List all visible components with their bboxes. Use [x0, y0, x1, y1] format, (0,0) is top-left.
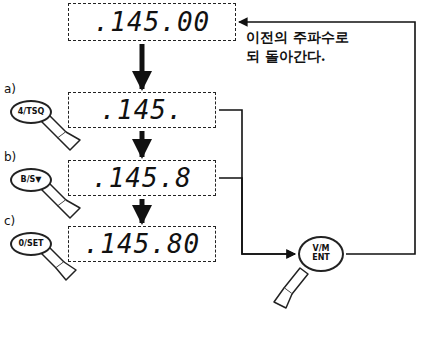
pressing-finger: [284, 268, 308, 294]
key-label: B/S▼: [21, 176, 42, 185]
lcd-display: .145.8: [68, 160, 216, 196]
key-label: ENT: [312, 254, 330, 263]
step-arrow: [140, 131, 145, 157]
pressing-hand: [274, 288, 292, 308]
pressing-hand: [58, 200, 80, 218]
key-label: 4/TSQ: [18, 108, 45, 117]
pressing-hand: [58, 132, 80, 150]
lcd-display: .145.: [68, 92, 216, 128]
pressing-hand: [56, 262, 76, 280]
step-label: b): [4, 150, 16, 164]
step-label: a): [4, 82, 16, 96]
key-button: B/S▼: [10, 168, 52, 192]
display-readout: .145.8: [92, 163, 192, 193]
lcd-display: .145.00: [68, 3, 236, 41]
step-label: c): [4, 214, 15, 228]
key-button: 0/SET: [10, 232, 52, 256]
note-text: 이전의 주파수로 되 돌아간다.: [246, 28, 358, 66]
return-connector: [219, 110, 295, 254]
display-readout: .145.00: [94, 7, 211, 37]
key-button: 4/TSQ: [10, 100, 52, 124]
key-button: V/MENT: [298, 236, 344, 272]
key-label: 0/SET: [18, 240, 43, 249]
lcd-display: .145.80: [68, 226, 216, 262]
key-label: V/M: [312, 245, 329, 254]
display-readout: .145.80: [84, 229, 201, 259]
step-arrow: [140, 199, 145, 223]
return-connector: [219, 178, 295, 254]
return-connector: [239, 22, 415, 254]
step-arrow: [140, 44, 145, 89]
display-readout: .145.: [100, 95, 183, 125]
